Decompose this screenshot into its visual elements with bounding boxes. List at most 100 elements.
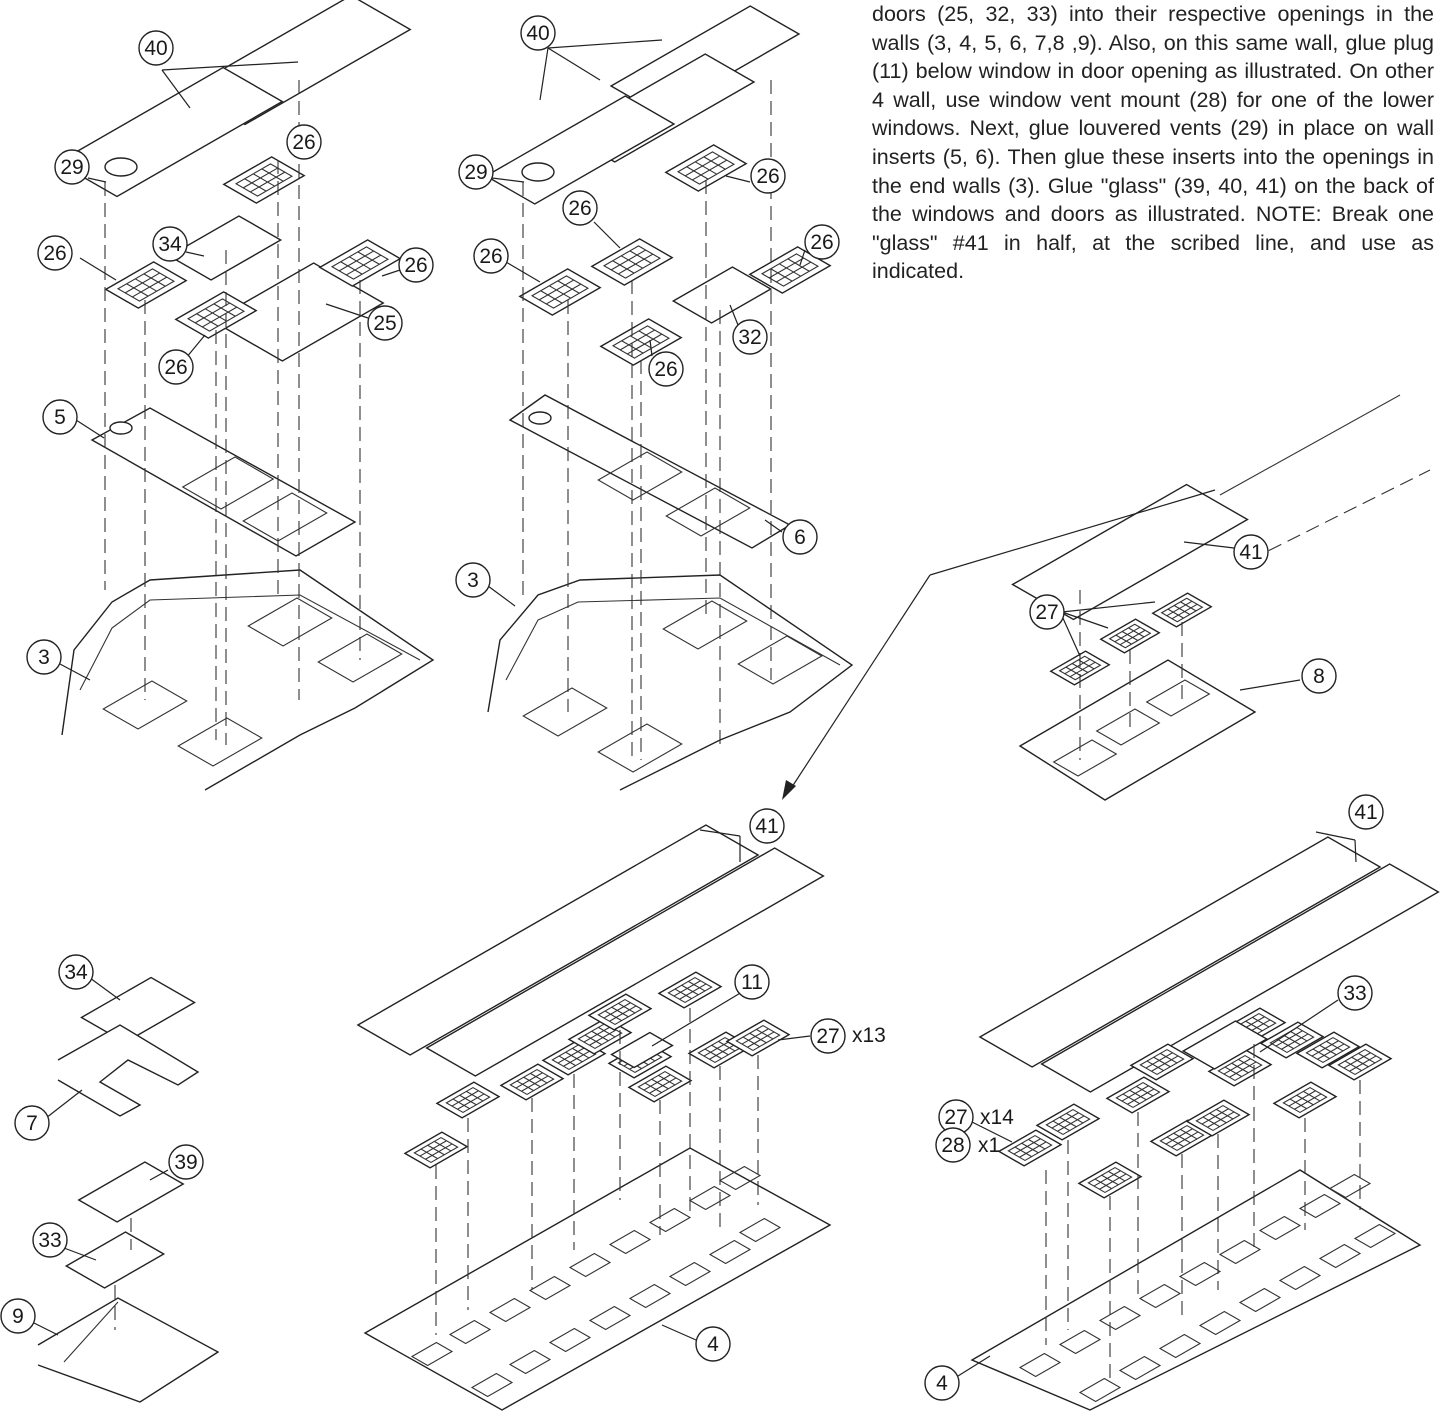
callout-label-d9: 9: [12, 1305, 24, 1328]
callout-f28: 28: [935, 1127, 971, 1163]
callout-a34: 34: [152, 226, 188, 262]
callout-d34: 34: [58, 954, 94, 990]
opening-5b: [242, 492, 328, 542]
glass-41-e2: [425, 847, 825, 1077]
opening-4e-6: [608, 1229, 652, 1255]
callout-b26a: 26: [750, 158, 786, 194]
opening-3e: [522, 687, 608, 737]
window-27-f11: [1272, 1081, 1338, 1119]
callout-label-b40: 40: [526, 22, 549, 45]
callout-label-b3: 3: [467, 569, 479, 592]
opening-8a: [1052, 739, 1118, 777]
callout-label-a26b: 26: [404, 254, 427, 277]
glass-39-d: [77, 1161, 185, 1223]
opening-4e-11: [508, 1349, 552, 1375]
opening-4f-15: [1278, 1265, 1322, 1291]
callout-a26a: 26: [286, 124, 322, 160]
window-26-a1: [222, 156, 306, 204]
callout-d33: 33: [32, 1222, 68, 1258]
end-wall-3-b: [487, 574, 854, 791]
door-33-d: [64, 1231, 166, 1289]
callout-a26d: 26: [158, 349, 194, 385]
opening-4e-8: [688, 1185, 732, 1211]
callout-label-e4: 4: [707, 1333, 719, 1356]
quantity-e27: x13: [852, 1024, 886, 1047]
opening-4e-12: [548, 1327, 592, 1353]
diagram-parts: [31, 0, 1440, 1411]
window-27-c2: [1099, 618, 1161, 654]
callout-label-a25: 25: [373, 312, 396, 335]
callout-label-f4: 4: [936, 1372, 948, 1395]
opening-4f-1: [1018, 1352, 1062, 1378]
callout-label-d39: 39: [174, 1151, 197, 1174]
callout-a5: 5: [42, 399, 78, 435]
pointer-arrow: [789, 574, 931, 791]
pointer-line: [929, 489, 1216, 576]
window-26-b4: [518, 268, 602, 316]
opening-4f-5: [1178, 1261, 1222, 1287]
callout-label-b26d: 26: [479, 245, 502, 268]
opening-4e-16: [708, 1239, 752, 1265]
callout-label-c41: 41: [1239, 541, 1262, 564]
opening-4e-13: [588, 1305, 632, 1331]
callout-label-a26a: 26: [292, 131, 315, 154]
door-34-a: [167, 215, 283, 281]
window-27-f10: [1259, 1021, 1325, 1059]
opening-3c: [247, 597, 333, 647]
opening-3b: [177, 717, 263, 767]
end-wall-8: [1018, 659, 1257, 801]
window-27-f5: [1129, 1043, 1195, 1081]
opening-4f-11: [1118, 1355, 1162, 1381]
callout-b29: 29: [458, 154, 494, 190]
callout-e11: 11: [734, 964, 770, 1000]
plug-11-e: [610, 1031, 674, 1069]
door-25-a: [211, 262, 385, 362]
wall-insert-5: [90, 407, 357, 557]
callout-b26b: 26: [562, 190, 598, 226]
vent-hole-5: [109, 421, 133, 435]
opening-4f-14: [1238, 1287, 1282, 1313]
callout-a25: 25: [367, 305, 403, 341]
opening-4e-1: [410, 1341, 454, 1367]
opening-4e-17: [738, 1217, 782, 1243]
window-27-e2: [435, 1081, 501, 1119]
callout-e41: 41: [749, 808, 785, 844]
callout-label-e41: 41: [755, 815, 778, 838]
callout-label-b26c: 26: [810, 231, 833, 254]
opening-4e-3: [488, 1297, 532, 1323]
callout-c27: 27: [1029, 594, 1065, 630]
window-27-f2: [1035, 1103, 1101, 1141]
callout-label-f27: 27: [944, 1106, 967, 1129]
opening-4e-15: [668, 1261, 712, 1287]
callout-label-a34: 34: [158, 233, 182, 256]
glass-41-e1: [356, 824, 760, 1056]
callout-label-a5: 5: [54, 406, 66, 429]
callout-label-b29: 29: [464, 161, 487, 184]
callout-label-f28: 28: [941, 1134, 964, 1157]
window-26-a3: [104, 261, 188, 309]
window-27-f1: [997, 1129, 1063, 1167]
callout-label-c27: 27: [1035, 601, 1058, 624]
opening-3f: [597, 723, 683, 773]
callout-f33: 33: [1337, 975, 1373, 1011]
opening-4f-10: [1078, 1377, 1122, 1403]
opening-3d: [317, 633, 403, 683]
window-26-b2: [590, 238, 674, 286]
opening-4e-10: [470, 1372, 514, 1398]
callout-b40: 40: [520, 15, 556, 51]
door-32-b: [671, 266, 773, 324]
callout-label-f33: 33: [1343, 982, 1366, 1005]
callout-label-c8: 8: [1313, 665, 1325, 688]
window-26-b5: [599, 318, 683, 366]
assembly-instructions: doors (25, 32, 33) into their respective…: [872, 0, 1434, 286]
callout-d7: 7: [14, 1105, 50, 1141]
opening-4f-8: [1298, 1193, 1342, 1219]
window-27-e8: [627, 1065, 693, 1103]
callout-label-a26c: 26: [43, 242, 66, 265]
callout-label-b26a: 26: [756, 165, 779, 188]
opening-4e-14: [628, 1283, 672, 1309]
callout-c41: 41: [1233, 534, 1269, 570]
glass-41-f2: [1040, 863, 1440, 1093]
callout-label-f41: 41: [1354, 801, 1377, 824]
opening-6b: [665, 487, 751, 537]
